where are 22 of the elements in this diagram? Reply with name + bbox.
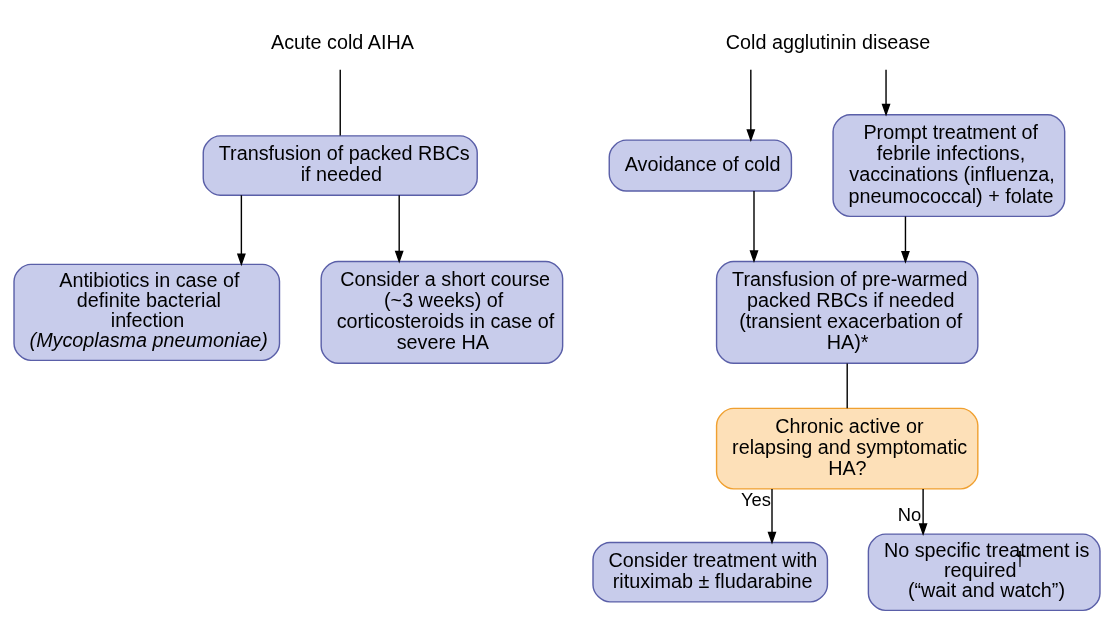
arrow (746, 68, 756, 142)
connector (846, 362, 848, 409)
node-box: Prompt treatment of febrile infections, vaccinations (influenza, pneumococcal) + folate (832, 113, 1066, 217)
node-box: Consider treatment with rituximab ± fludarabine (592, 541, 829, 603)
edge-label: Yes (740, 488, 771, 510)
arrow (901, 215, 910, 264)
arrow (394, 194, 404, 263)
node-box: Antibiotics in case of definite bacterial infection (Mycoplasma pneumoniae) (13, 263, 281, 361)
node-box: Consider a short course (~3 weeks) of corticosteroids in case of severe HA (320, 260, 564, 364)
arrow (749, 189, 759, 263)
node-box: Avoidance of cold (608, 138, 793, 192)
node-box: Transfusion of packed RBCs if needed (202, 134, 478, 196)
arrow (881, 68, 891, 116)
connector (339, 68, 341, 136)
node-text: Cold agglutinin disease (725, 30, 931, 53)
edge-label: No (897, 503, 922, 525)
arrow (236, 194, 246, 266)
arrow (767, 487, 777, 544)
node-text: Acute cold AIHA (271, 30, 414, 53)
arrow (918, 487, 928, 536)
node-box: Chronic active or relapsing and symptomatic HA? (715, 407, 979, 490)
node-box: Transfusion of pre-warmed packed RBCs if needed (transient exacerbation of HA)* (715, 260, 979, 364)
